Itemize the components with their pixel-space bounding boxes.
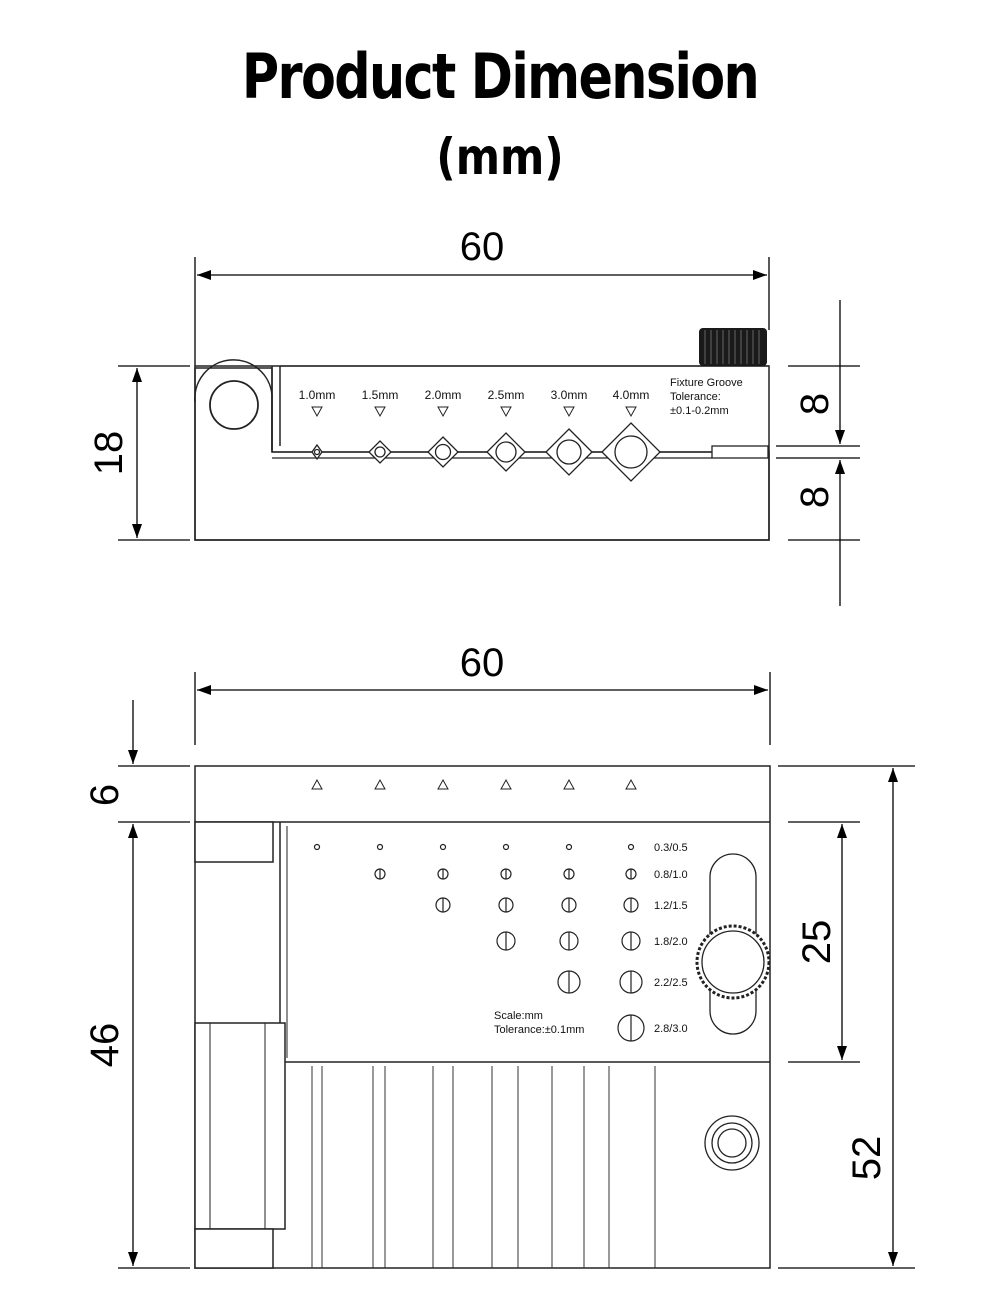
page-subtitle: (mm): [436, 128, 564, 186]
groove-label: 3.0mm: [551, 388, 588, 402]
groove-label: 1.0mm: [299, 388, 336, 402]
triangle-down-icon: [437, 406, 449, 418]
hole-grid: [313, 843, 645, 1042]
fixture-note-line1: Fixture Groove: [670, 377, 743, 389]
triangle-down-icon: [500, 406, 512, 418]
top-body: [194, 765, 771, 1269]
side-clamp: [194, 359, 273, 450]
top-view: 60: [83, 641, 915, 1269]
triangle-up-icon: [311, 778, 323, 790]
groove-label: 2.0mm: [425, 388, 462, 402]
side-view: 60: [87, 225, 860, 606]
triangle-down-icon: [311, 406, 323, 418]
triangle-up-icon: [437, 778, 449, 790]
triangle-up-icon: [500, 778, 512, 790]
side-height-label: 18: [87, 431, 131, 476]
fixture-note-line2: Tolerance:: [670, 391, 721, 403]
groove-labels: 1.0mm 1.5mm 2.0mm 2.5mm 3.0mm 4.0mm: [299, 388, 650, 402]
lower-height-label: 8: [793, 486, 837, 508]
triangle-up-icon: [625, 778, 637, 790]
lower-grooves: [311, 1066, 656, 1268]
hole-row-label: 2.2/2.5: [654, 977, 688, 989]
hole-row-labels: 0.3/0.5 0.8/1.0 1.2/1.5 1.8/2.0 2.2/2.5 …: [654, 842, 688, 1035]
triangle-up-icon: [374, 778, 386, 790]
total-height-label: 52: [845, 1136, 889, 1181]
triangle-down-icon: [374, 406, 386, 418]
top-width-dimension: [194, 672, 771, 745]
upper-height-label: 8: [793, 393, 837, 415]
side-right-dimensions: [776, 300, 860, 606]
groove-markers: [311, 406, 637, 418]
groove-label: 4.0mm: [613, 388, 650, 402]
strip-height-label: 6: [83, 784, 127, 806]
screw-hole-icon: [704, 1115, 760, 1171]
triangle-up-icon: [563, 778, 575, 790]
window-height-label: 25: [795, 920, 839, 965]
side-height-dimension: [118, 365, 190, 541]
left-height-label: 46: [83, 1023, 127, 1068]
hole-row-label: 1.8/2.0: [654, 936, 688, 948]
groove-label: 1.5mm: [362, 388, 399, 402]
hole-row-label: 1.2/1.5: [654, 900, 688, 912]
knurled-knob-icon: [699, 328, 767, 366]
side-width-label: 60: [460, 225, 505, 269]
fixture-note-line3: ±0.1-0.2mm: [670, 405, 729, 417]
top-left-dimensions: [118, 700, 190, 1269]
side-width-dimension: [194, 257, 770, 366]
scale-note-line2: Tolerance:±0.1mm: [494, 1024, 584, 1036]
hole-row-label: 0.8/1.0: [654, 869, 688, 881]
top-right-dimensions: [778, 765, 915, 1269]
top-width-label: 60: [460, 641, 505, 685]
hole-row-label: 2.8/3.0: [654, 1023, 688, 1035]
hole-row-label: 0.3/0.5: [654, 842, 688, 854]
clamp-hole-icon: [209, 380, 259, 430]
grooves: [311, 422, 661, 482]
strip-markers: [311, 778, 637, 790]
groove-label: 2.5mm: [488, 388, 525, 402]
triangle-down-icon: [625, 406, 637, 418]
slider-knob-icon: [695, 924, 771, 1000]
triangle-down-icon: [563, 406, 575, 418]
scale-note-line1: Scale:mm: [494, 1010, 543, 1022]
page-title: Product Dimension: [241, 40, 760, 113]
